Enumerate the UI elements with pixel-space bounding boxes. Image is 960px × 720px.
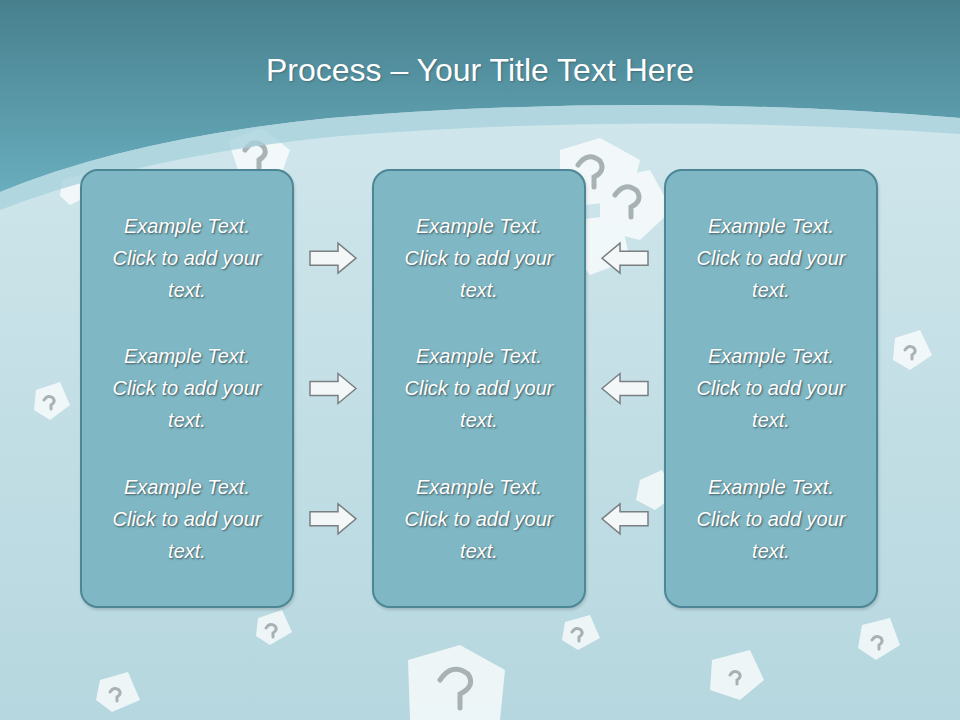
- box-text: Example Text. Click to add your text.: [404, 340, 554, 436]
- block-arrow: [602, 243, 648, 273]
- box-text: Example Text. Click to add your text.: [696, 210, 846, 306]
- block-arrow: [310, 373, 356, 403]
- box-text: Example Text. Click to add your text.: [112, 471, 262, 567]
- process-box: Example Text. Click to add your text. Exa…: [80, 169, 294, 608]
- question-marks: [245, 143, 639, 708]
- block-arrow: [602, 373, 648, 403]
- box-text: Example Text. Click to add your text.: [112, 210, 262, 306]
- box-text: Example Text. Click to add your text.: [404, 210, 554, 306]
- block-arrow: [310, 243, 356, 273]
- box-text: Example Text. Click to add your text.: [404, 471, 554, 567]
- paper-scraps: [34, 128, 932, 720]
- box-text: Example Text. Click to add your text.: [696, 340, 846, 436]
- process-box: Example Text. Click to add your text. Exa…: [664, 169, 878, 608]
- slide-title: Process – Your Title Text Here: [0, 52, 960, 89]
- box-text: Example Text. Click to add your text.: [112, 340, 262, 436]
- block-arrow: [310, 504, 356, 534]
- process-box: Example Text. Click to add your text. Exa…: [372, 169, 586, 608]
- box-text: Example Text. Click to add your text.: [696, 471, 846, 567]
- block-arrow: [602, 504, 648, 534]
